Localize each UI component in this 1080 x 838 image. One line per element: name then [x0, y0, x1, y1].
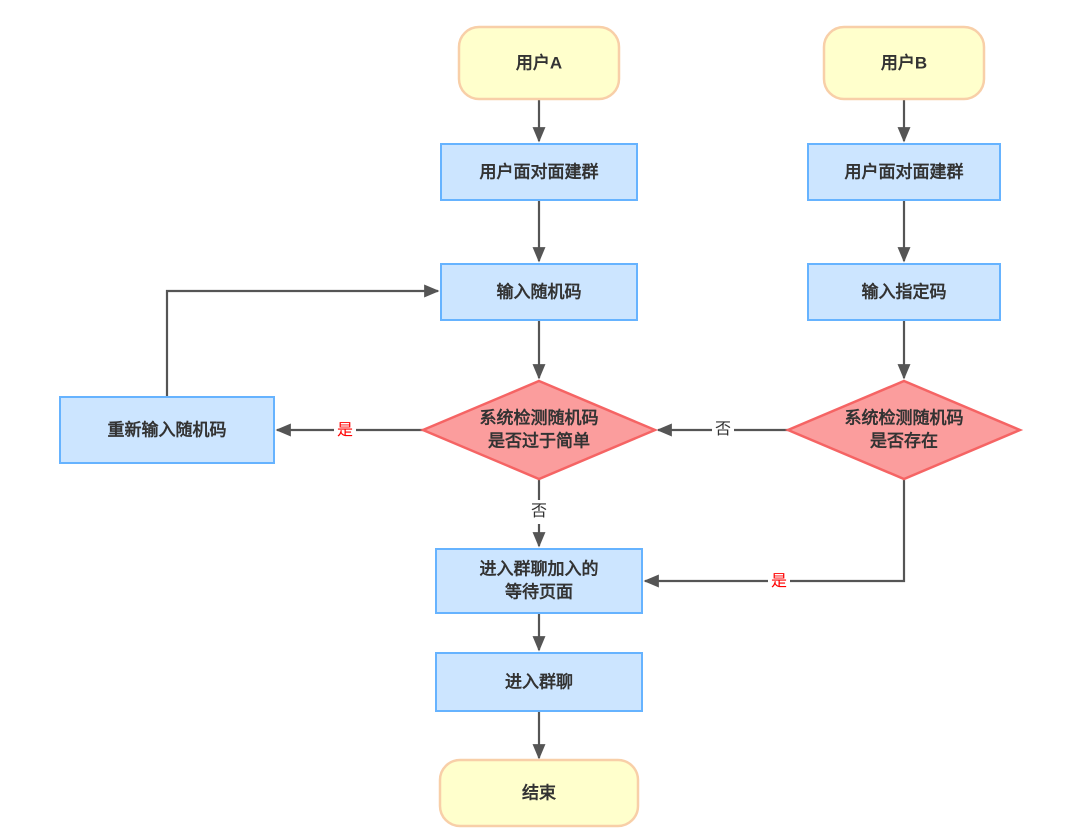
node-enter-group-chat-shape[interactable] [435, 652, 643, 712]
node-userA[interactable]: 用户A [457, 25, 621, 101]
edge-checkExists-to-waitPage [643, 479, 906, 588]
node-check-code-exists[interactable]: 系统检测随机码 是否存在 [784, 379, 1024, 481]
node-check-code-too-simple-shape[interactable] [419, 379, 659, 481]
edge-label-checkSimple-waitPage: 否 [528, 500, 550, 524]
edge-label-text: 否 [531, 503, 547, 520]
node-check-code-exists-shape[interactable] [784, 379, 1024, 481]
edge-label-checkExists-checkSimple: 否 [712, 418, 734, 442]
edge-label-checkExists-waitPage: 是 [768, 569, 790, 593]
node-input-random-code[interactable]: 输入随机码 [440, 263, 638, 321]
edge-label-checkSimple-reinput: 是 [334, 418, 356, 442]
node-face-to-face-group-b-shape[interactable] [807, 143, 1001, 201]
node-face-to-face-group-b[interactable]: 用户面对面建群 [807, 143, 1001, 201]
node-end[interactable]: 结束 [438, 758, 640, 828]
edge-reinput-to-inputRandom [165, 284, 440, 397]
node-reinput-random-code[interactable]: 重新输入随机码 [59, 396, 275, 464]
node-face-to-face-group-a[interactable]: 用户面对面建群 [440, 143, 638, 201]
node-input-specified-code[interactable]: 输入指定码 [807, 263, 1001, 321]
edge-labels-layer: 是 否 否 是 [334, 418, 790, 593]
edge-label-text: 否 [715, 421, 731, 438]
node-reinput-random-code-shape[interactable] [59, 396, 275, 464]
node-end-shape[interactable] [438, 758, 640, 828]
edges-layer [165, 99, 911, 760]
node-enter-group-chat[interactable]: 进入群聊 [435, 652, 643, 712]
node-input-random-code-shape[interactable] [440, 263, 638, 321]
edge-label-text: 是 [771, 573, 787, 590]
node-userA-shape[interactable] [457, 25, 621, 101]
node-group-chat-waiting-page-shape[interactable] [435, 548, 643, 614]
nodes-layer: 用户A 用户B 用户面对面建群 用户面对面建群 输入随机码 [59, 25, 1024, 828]
node-userB[interactable]: 用户B [822, 25, 986, 101]
node-input-specified-code-shape[interactable] [807, 263, 1001, 321]
node-userB-shape[interactable] [822, 25, 986, 101]
edge-label-text: 是 [337, 422, 353, 439]
node-group-chat-waiting-page[interactable]: 进入群聊加入的 等待页面 [435, 548, 643, 614]
node-check-code-too-simple[interactable]: 系统检测随机码 是否过于简单 [419, 379, 659, 481]
node-face-to-face-group-a-shape[interactable] [440, 143, 638, 201]
